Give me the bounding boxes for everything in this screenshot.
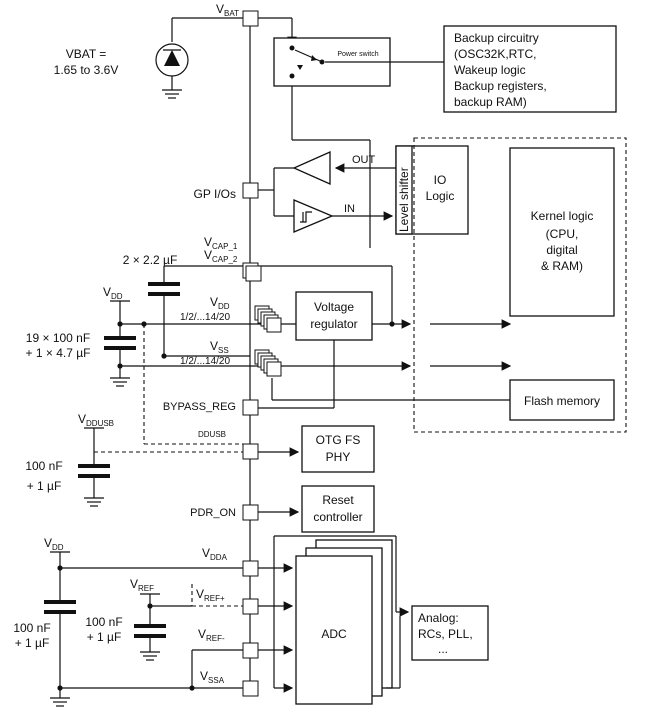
backup-line-4: Backup registers, (454, 79, 547, 93)
otg-line-1: OTG FS (316, 433, 361, 447)
vddusb-supply-label: VDDUSB (78, 412, 114, 428)
vdda-cap-line-2: + 1 µF (15, 636, 50, 650)
flash-memory-block (509, 379, 615, 421)
vdd-pin-index: 1/2/...14/20 (180, 312, 230, 323)
out-label: OUT (352, 154, 376, 166)
reset-controller-block (301, 485, 375, 533)
backup-line-5: backup RAM) (454, 95, 527, 109)
vreg-line-1: Voltage (314, 300, 354, 314)
vddusb-decoupling (78, 324, 250, 507)
vss-pin-index: 1/2/...14/20 (180, 356, 230, 367)
pad-vrefp (242, 598, 259, 615)
pad-vbat (242, 10, 259, 27)
vdd-pin-label: VDD (210, 295, 230, 311)
analog-block (411, 605, 489, 661)
vbat-source (155, 17, 250, 99)
vbat-range: 1.65 to 3.6V (54, 63, 119, 77)
output-buffer (292, 150, 331, 186)
pad-bypass (242, 399, 259, 416)
vref-supply-label: VREF (130, 577, 154, 593)
vdd-cap-line-2: + 1 × 4.7 µF (26, 346, 91, 360)
bypass-pin-label: BYPASS_REG (163, 401, 236, 413)
kernel-line-3: digital (546, 243, 577, 257)
vrefp-pin-label: VREF+ (196, 587, 225, 603)
vref-cap-line-2: + 1 µF (87, 630, 122, 644)
reset-line-2: controller (313, 510, 362, 524)
vreg-line-2: regulator (310, 317, 357, 331)
pad-vss-stack (254, 349, 282, 377)
usb-cap-line-2: + 1 µF (27, 479, 62, 493)
vdd-supply-label: VDD (103, 285, 123, 301)
vbat-equation: VBAT = (66, 47, 107, 61)
pad-vddusb (242, 443, 259, 460)
vdda-decoupling (44, 551, 250, 707)
kernel-line-2: (CPU, (546, 227, 579, 241)
backup-line-1: Backup circuitry (454, 31, 539, 45)
gpio-pin-label: GP I/Os (194, 187, 236, 201)
vcap2-pin-label: VCAP_2 (204, 248, 238, 264)
vrefm-pin-label: VREF- (198, 627, 225, 643)
vcap-capacitor (148, 266, 250, 357)
vdda-cap-line-1: 100 nF (13, 621, 50, 635)
otg-phy-block (301, 425, 375, 473)
io-logic-line-2: Logic (426, 189, 455, 203)
vss-pin-label: VSS (210, 339, 229, 355)
vcap-cap-label: 2 × 2.2 µF (123, 253, 178, 267)
core-domain-outline (413, 137, 627, 433)
power-switch-symbol (289, 45, 460, 79)
vref-decoupling (134, 593, 166, 661)
pad-vrefm (242, 642, 259, 659)
analog-line-3: ... (438, 642, 448, 656)
pad-vdda (242, 560, 259, 577)
pad-vssa (242, 680, 259, 697)
pad-pdr (242, 504, 259, 521)
kernel-line-4: & RAM) (541, 259, 583, 273)
vdd-cap-line-1: 19 × 100 nF (26, 331, 90, 345)
power-switch-label: Power switch (337, 51, 378, 58)
vdda-pin-label: VDDA (202, 546, 228, 562)
vref-cap-line-1: 100 nF (85, 615, 122, 629)
adc-label: ADC (321, 627, 347, 641)
input-buffer (293, 199, 334, 233)
analog-line-1: Analog: (418, 611, 459, 625)
kernel-line-1: Kernel logic (531, 209, 594, 223)
reset-line-1: Reset (322, 493, 354, 507)
pad-vdd-stack (254, 305, 282, 333)
vcap1-pin-label: VCAP_1 (204, 235, 238, 251)
vdd2-supply-label: VDD (44, 536, 64, 552)
kernel-logic-block (509, 147, 615, 317)
backup-line-2: (OSC32K,RTC, (454, 47, 536, 61)
flash-label: Flash memory (524, 394, 600, 408)
backup-line-3: Wakeup logic (454, 63, 526, 77)
adc-block (295, 555, 373, 705)
vssa-pin-label: VSSA (200, 669, 225, 685)
in-label: IN (344, 203, 355, 215)
level-shifter-label: Level shifter (397, 167, 411, 232)
vbat-pin-label: VBAT (216, 2, 239, 18)
pdr-pin-label: PDR_ON (190, 507, 236, 519)
backup-circuitry-block (443, 25, 617, 113)
pad-gpio (242, 182, 259, 199)
usb-cap-line-1: 100 nF (25, 459, 62, 473)
analog-line-2: RCs, PLL, (418, 627, 473, 641)
otg-line-2: PHY (326, 450, 351, 464)
level-shifter-block (395, 145, 413, 235)
vddusb-pin-label: DDUSB (198, 430, 226, 439)
io-logic-line-1: IO (434, 173, 447, 187)
vdd-decoupling (104, 300, 136, 387)
